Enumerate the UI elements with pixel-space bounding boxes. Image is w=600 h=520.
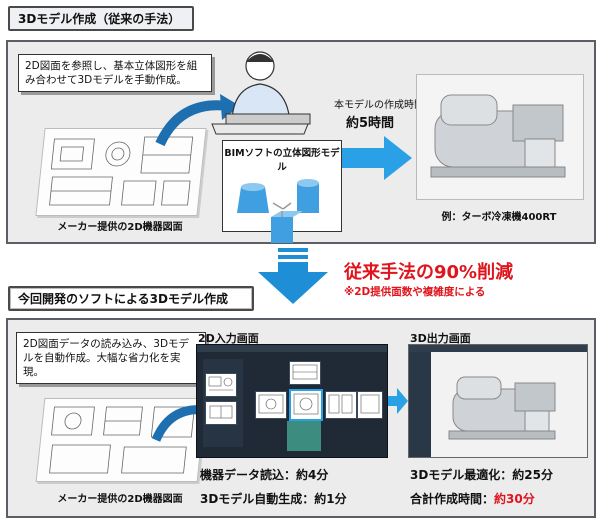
section-top-title: 3Dモデル作成（従来の手法） bbox=[8, 6, 194, 31]
time-label: 本モデルの作成時間 bbox=[334, 100, 424, 111]
right-arrow-icon bbox=[342, 136, 412, 180]
down-arrow-icon bbox=[258, 248, 328, 304]
reduction-note: ※2D提供面数や複雑度による bbox=[344, 286, 486, 298]
top-explanation-bubble: 2D図面を参照し、基本立体図形を組み合わせて3Dモデルを手動作成。 bbox=[18, 54, 212, 92]
right-arrow-icon bbox=[388, 388, 408, 414]
section-bottom-title: 今回開発のソフトによる3Dモデル作成 bbox=[8, 286, 254, 311]
step-read: 機器データ読込：約4分 bbox=[200, 468, 329, 482]
top-drawing-caption: メーカー提供の2D機器図面 bbox=[57, 222, 183, 233]
drawing-thumbnail bbox=[325, 391, 357, 419]
bim-label: BIMソフトの立体図形モデル bbox=[224, 148, 340, 173]
primitive-shapes-icon bbox=[237, 179, 319, 243]
output-screen-label: 3D出力画面 bbox=[410, 332, 471, 345]
bim-model-callout: BIMソフトの立体図形モデル bbox=[222, 140, 342, 243]
total-label: 合計作成時間： bbox=[410, 492, 495, 506]
drawing-lines-icon bbox=[49, 406, 195, 474]
drawing-thumbnail bbox=[289, 361, 321, 385]
step-optimize: 3Dモデル最適化：約25分 bbox=[410, 468, 554, 482]
person-working-icon bbox=[211, 51, 311, 135]
input-screen bbox=[196, 344, 388, 458]
input-screen-label: 2D入力画面 bbox=[198, 332, 259, 345]
drawing-thumbnail bbox=[205, 373, 237, 397]
drawing-thumbnail-selected bbox=[289, 389, 323, 421]
drawing-thumbnail bbox=[357, 391, 383, 419]
output-screen bbox=[408, 344, 588, 458]
drawing-sheet-top bbox=[35, 128, 207, 216]
step-generate: 3Dモデル自動生成：約1分 bbox=[200, 492, 347, 506]
reduction-title: 従来手法の90%削減 bbox=[344, 262, 514, 283]
curved-arrow-icon bbox=[155, 94, 240, 147]
drawing-lines-icon bbox=[49, 136, 194, 206]
drawing-thumbnail bbox=[205, 401, 237, 425]
bottom-drawing-caption: メーカー提供の2D機器図面 bbox=[57, 494, 183, 505]
selection-column bbox=[287, 421, 321, 451]
drawing-thumbnail bbox=[255, 391, 287, 419]
chiller-3d-model-image bbox=[416, 74, 584, 200]
chiller-icon bbox=[430, 94, 566, 178]
total-time: 合計作成時間：約30分 bbox=[410, 490, 535, 507]
bottom-explanation-bubble: 2D図面データの読み込み、3Dモデルを自動作成。大幅な省力化を実現。 bbox=[16, 332, 206, 384]
example-caption: 例：ターボ冷凍機400RT bbox=[441, 212, 557, 223]
drawing-sheet-bottom bbox=[35, 398, 207, 482]
total-value: 約30分 bbox=[494, 492, 535, 506]
chiller-output-icon bbox=[448, 376, 556, 440]
time-value: 約5時間 bbox=[346, 116, 395, 131]
